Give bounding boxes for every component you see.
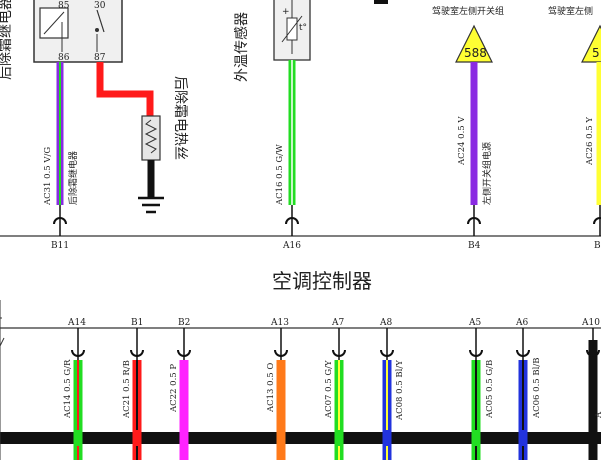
pin-b1: B1: [131, 318, 143, 328]
pin-a7: A7: [331, 318, 344, 328]
wire-label-ac26: AC26 0.5 Y: [585, 117, 595, 166]
wire-label-ac21: AC21 0.5 R/B: [122, 360, 132, 419]
temp-sensor: t° +: [273, 0, 311, 61]
wire-label-ac16: AC16 0.5 G/W: [275, 144, 285, 206]
relay-pin-85: 85: [58, 1, 70, 11]
pin-b-right: B: [594, 241, 601, 251]
pin-a16: A16: [282, 241, 301, 251]
relay-label: 后除霜继电器: [0, 0, 14, 80]
wire-label-ac06: AC06 0.5 Bl/B: [532, 358, 542, 419]
top-sockets: [53, 205, 601, 236]
switch-right-label: 驾驶室左侧: [548, 5, 593, 17]
relay-pin-86: 86: [58, 53, 70, 63]
temp-sensor-symbol: t°: [299, 23, 307, 33]
svg-text:+: +: [282, 7, 290, 17]
badge-right-text: 5: [592, 46, 600, 60]
relay-pin-30: 30: [94, 1, 106, 11]
warning-badge-right: 5: [581, 24, 601, 63]
heater-body: [141, 115, 161, 161]
wire-label-ac13: AC13 0.5 O: [266, 363, 276, 413]
pin-a10: A10: [581, 318, 600, 328]
controller-title: 空调控制器: [272, 269, 372, 293]
pin-a13: A13: [270, 318, 289, 328]
bottom-sockets: [71, 328, 600, 360]
wire-label-ac08: AC08 0.5 Bl/Y: [395, 360, 405, 421]
badge-588-text: 588: [464, 46, 487, 60]
wire-note-ac31: 后除霜继电器: [67, 151, 79, 205]
wire-label-ac07: AC07 0.5 G/Y: [324, 360, 334, 419]
heater: [138, 115, 164, 214]
wire-label-ac31: AC31 0.5 V/G: [43, 147, 53, 206]
pin-b2: B2: [178, 318, 190, 328]
wire-label-a10: A: [594, 411, 601, 419]
connector-block: [374, 0, 388, 4]
heater-label: 后除霜电热丝: [172, 76, 188, 160]
pin-b4: B4: [468, 241, 481, 251]
relay-switch: [96, 9, 105, 33]
wire-relay-heater: [96, 62, 154, 118]
wire-label-ac24: AC24 0.5 V: [457, 116, 467, 166]
wire-label-ac14: AC14 0.5 G/R: [63, 359, 73, 419]
pin-b11: B11: [51, 241, 69, 251]
relay-pin-87: 87: [94, 53, 106, 63]
pin-a6: A6: [515, 318, 528, 328]
wire-label-ac22: AC22 0.5 P: [169, 364, 179, 413]
pin-a14: A14: [67, 318, 86, 328]
pin-a5: A5: [468, 318, 481, 328]
warning-badge-left: 588: [455, 24, 493, 63]
pin-a8: A8: [379, 318, 392, 328]
wire-label-ac05: AC05 0.5 G/B: [485, 360, 495, 419]
switch-left-label: 驾驶室左侧开关组: [432, 5, 504, 17]
wire-harness-bus: [0, 432, 601, 444]
temp-sensor-label: 外温传感器: [233, 12, 250, 82]
wire-note-ac24: 左侧开关组电源: [481, 142, 493, 205]
relay: 85 30 86 87: [33, 0, 123, 63]
